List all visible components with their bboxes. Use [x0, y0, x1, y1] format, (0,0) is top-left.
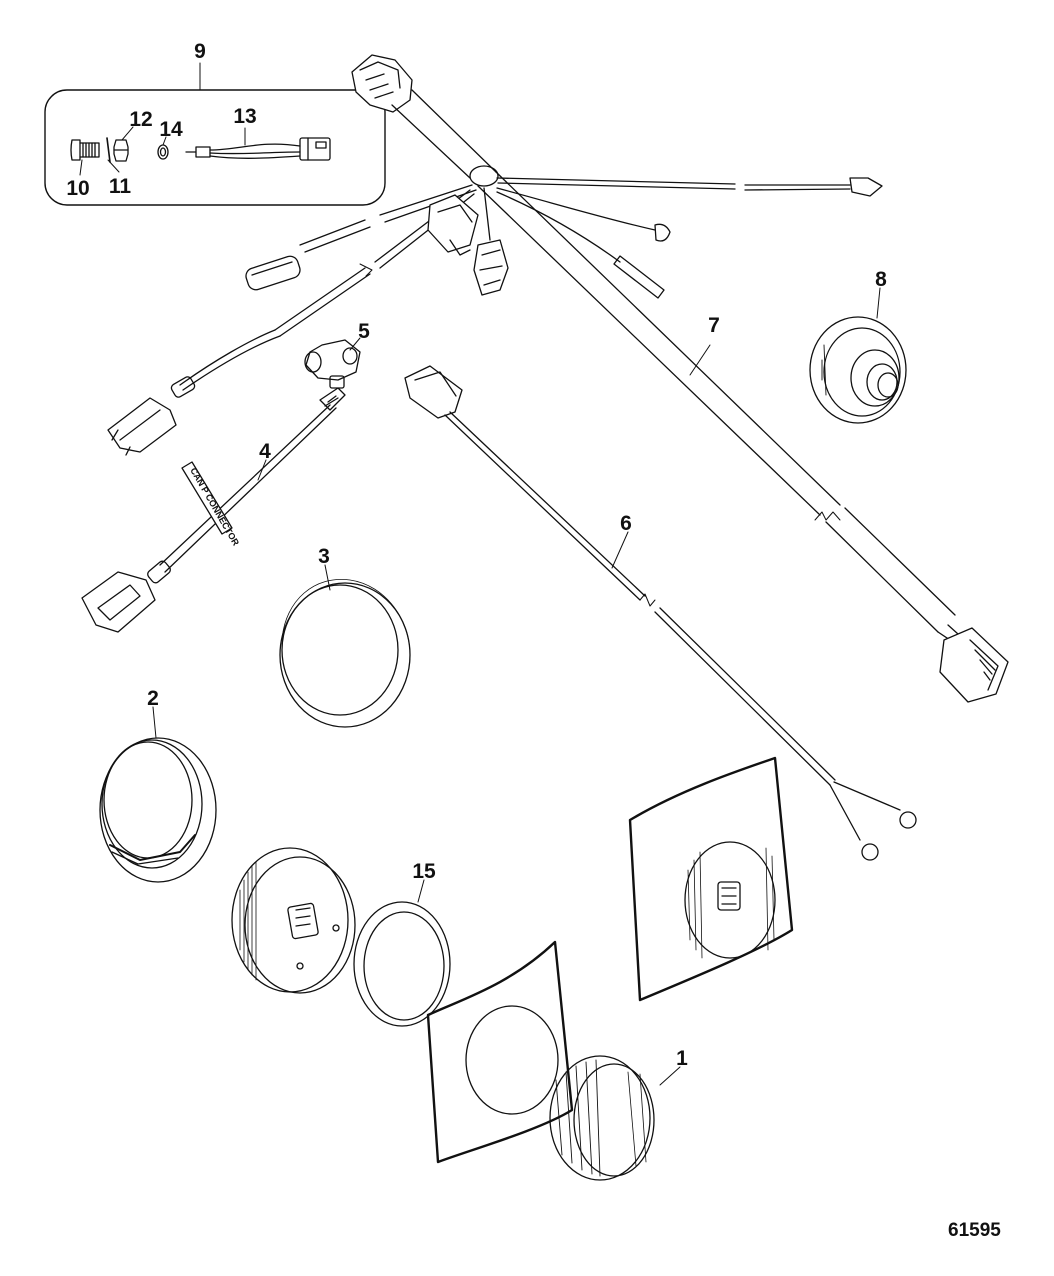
- part-12-nut: [114, 140, 128, 161]
- part-6-ground-cable: [405, 366, 916, 860]
- part-2-bezel: [100, 738, 216, 882]
- part-15-gasket: [354, 902, 450, 1026]
- leader-lines: [79, 62, 881, 1086]
- figure-id: 61595: [948, 1220, 1001, 1241]
- part-10-bulb-socket: [71, 140, 99, 160]
- callout-15: 15: [412, 860, 436, 883]
- gauge-body: [232, 848, 355, 993]
- callout-10: 10: [66, 177, 89, 200]
- callout-3: 3: [318, 545, 330, 568]
- callout-12: 12: [129, 108, 152, 131]
- callout-2: 2: [147, 687, 159, 710]
- part-3-bezel-ring: [280, 579, 410, 727]
- callouts: 9 10 11 12 14 13 8 7 5 4 6 3 2 15 1 6159…: [66, 40, 1001, 1241]
- callout-6: 6: [620, 512, 632, 535]
- dash-panel-upper: [630, 758, 792, 1000]
- callout-1: 1: [676, 1047, 688, 1070]
- callout-7: 7: [708, 314, 720, 337]
- part-8-gauge-housing: [810, 317, 906, 423]
- callout-8: 8: [875, 268, 887, 291]
- part-1-retaining-nut: [550, 1056, 654, 1180]
- callout-5: 5: [358, 320, 370, 343]
- callout-14: 14: [159, 118, 183, 141]
- kit-inset-box: [45, 90, 385, 205]
- callout-11: 11: [109, 175, 132, 198]
- callout-9: 9: [194, 40, 206, 63]
- callout-13: 13: [233, 105, 256, 128]
- part-7-main-harness: [108, 55, 1008, 702]
- part-14-o-ring: [158, 145, 168, 159]
- dash-panel-lower: [428, 942, 572, 1162]
- callout-4: 4: [259, 440, 271, 463]
- part-11-washer: [107, 138, 110, 162]
- part-13-sensor-lead: [186, 138, 330, 160]
